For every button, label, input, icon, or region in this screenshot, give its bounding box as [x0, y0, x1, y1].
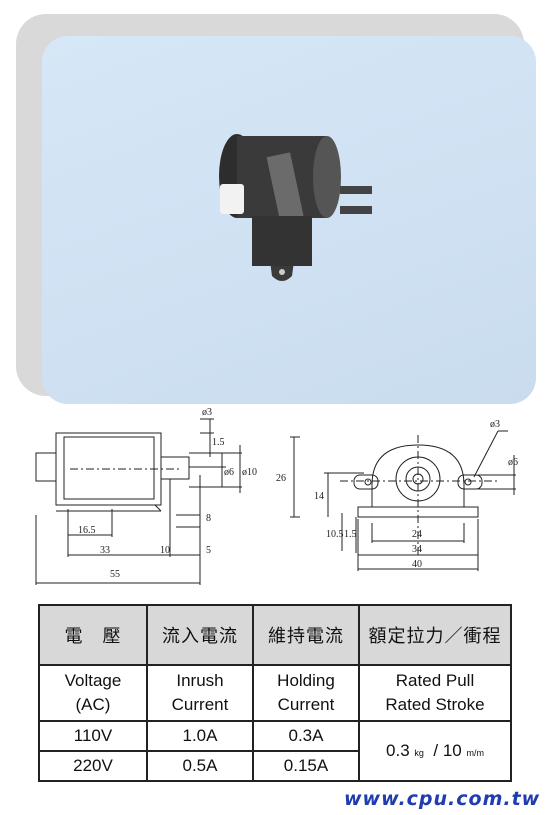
footer-url: www.cpu.com.tw: [344, 788, 541, 810]
photo-frame: [16, 14, 536, 404]
dim-1_5-left: 1.5: [212, 437, 225, 448]
cell-holding: 0.15A: [252, 750, 360, 782]
terminal-lower: [340, 206, 372, 214]
dimension-drawing: ø3 1.5 ø6 ø10 8 16.5 33 10 5 55 ø3 ø6 26…: [35, 407, 518, 585]
terminal-outline: [160, 456, 190, 480]
solenoid-plunger: [220, 184, 244, 214]
dim-33: 33: [100, 545, 110, 556]
table-header-row: 電 壓 流入電流 維持電流 額定拉力／衝程: [38, 604, 512, 666]
cell-inrush: 1.0A: [146, 720, 254, 752]
dim-phi6-left: ø6: [224, 467, 234, 478]
solenoid-label: [266, 152, 306, 230]
header-inrush: 流入電流: [146, 604, 254, 666]
dim-40: 40: [412, 559, 422, 570]
coil-outline: [63, 436, 155, 500]
mount-hole: [279, 269, 285, 275]
dim-phi10: ø10: [242, 467, 257, 478]
cell-holding: 0.3A: [252, 720, 360, 752]
header-voltage: 電 壓: [38, 604, 148, 666]
subheader-voltage: Voltage(AC): [38, 664, 148, 722]
dim-55: 55: [110, 569, 120, 580]
solenoid-photo: [219, 134, 372, 281]
header-holding: 維持電流: [252, 604, 360, 666]
dim-phi3-right: ø3: [490, 419, 500, 430]
table-row: 110V 1.0A 0.3A 0.3 kg / 10 m/m: [38, 720, 512, 782]
dim-14: 14: [314, 491, 324, 502]
dim-phi6-right: ø6: [508, 457, 518, 468]
cell-voltage: 220V: [38, 750, 148, 782]
dim-5: 5: [206, 545, 211, 556]
dim-8: 8: [206, 513, 211, 524]
spec-table: 電 壓 流入電流 維持電流 額定拉力／衝程 Voltage(AC) Inrush…: [38, 604, 512, 782]
terminal-hole-right: [464, 478, 472, 486]
header-pull-stroke: 額定拉力／衝程: [358, 604, 512, 666]
cell-inrush: 0.5A: [146, 750, 254, 782]
cell-voltage: 110V: [38, 720, 148, 752]
cell-pull-stroke: 0.3 kg / 10 m/m: [358, 720, 512, 782]
dimension-labels: ø3 1.5 ø6 ø10 8 16.5 33 10 5 55 ø3 ø6 26…: [78, 407, 518, 580]
dim-16_5: 16.5: [78, 525, 96, 536]
table-row: 220V 0.5A 0.15A: [38, 750, 511, 782]
dim-1_5-right: 1.5: [344, 529, 357, 540]
dim-phi3-left: ø3: [202, 407, 212, 418]
solenoid-body-face: [313, 136, 341, 218]
terminal-hole-left: [364, 478, 372, 486]
terminal-right-outline: [457, 474, 483, 490]
dim-34: 34: [412, 544, 422, 555]
dim-26: 26: [276, 473, 286, 484]
dim-10_5: 10.5: [326, 529, 344, 540]
dim-10: 10: [160, 545, 170, 556]
solenoid-base: [252, 216, 312, 266]
terminal-left-outline: [353, 474, 379, 490]
dim-24: 24: [412, 529, 422, 540]
frame-profile: [371, 444, 465, 507]
terminal-upper: [340, 186, 372, 194]
product-photo: [42, 36, 536, 404]
plunger-outline: [35, 452, 57, 482]
